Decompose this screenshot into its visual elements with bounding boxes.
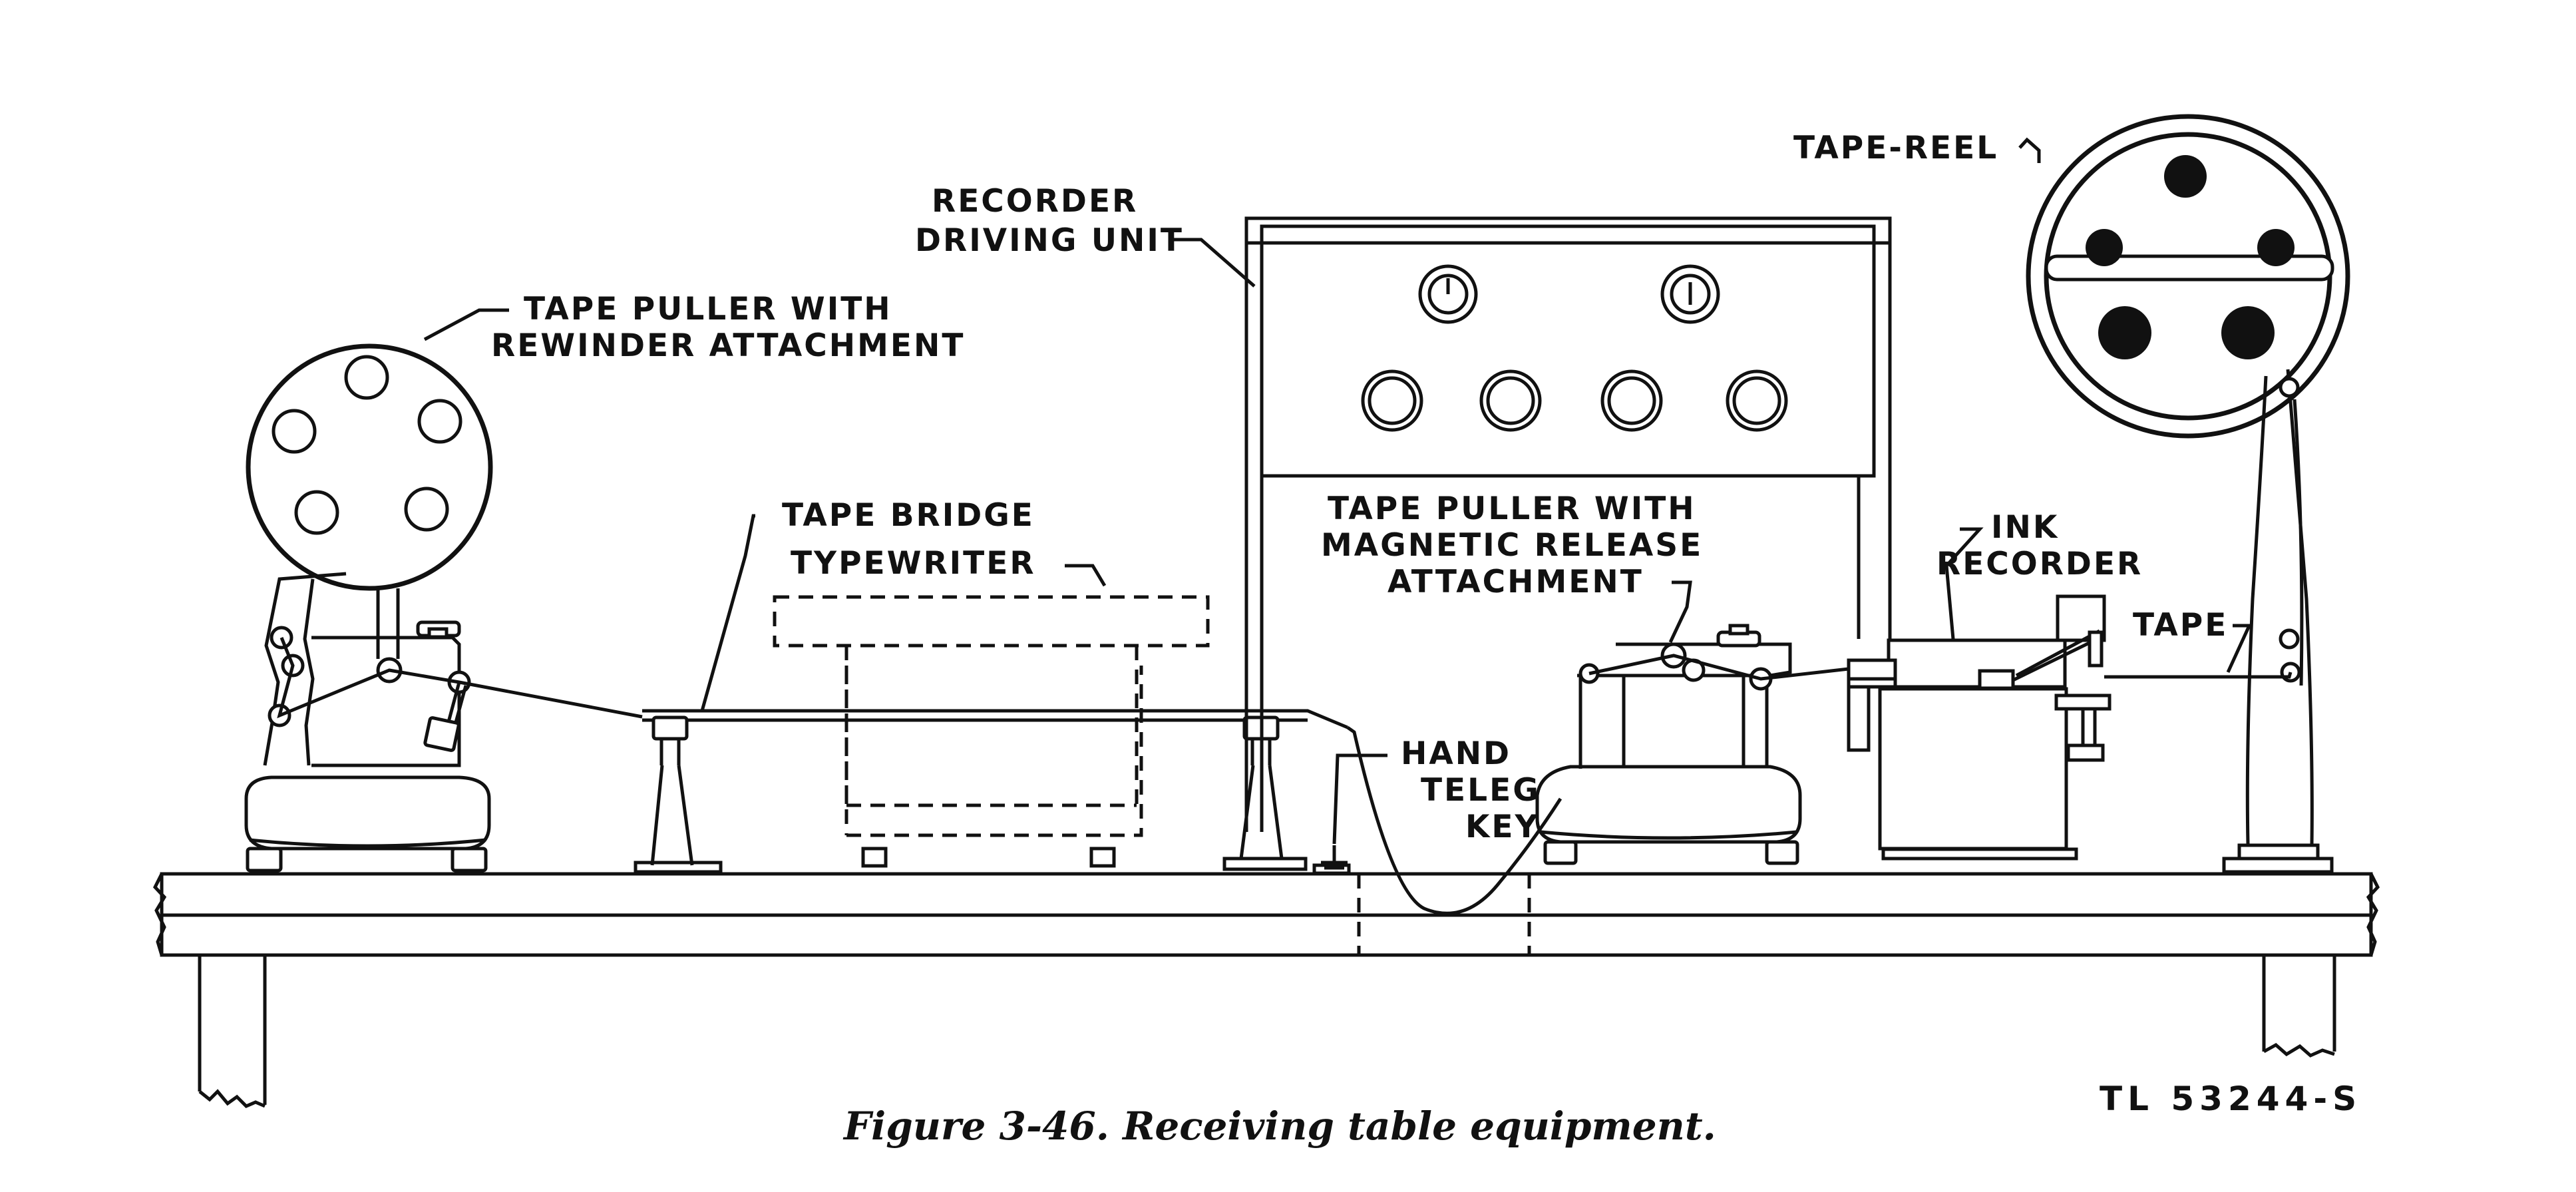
tape-bridge — [634, 709, 1348, 874]
label-hand-teleg-key: HAND TELEG KEY — [1332, 735, 1541, 845]
table — [152, 872, 2380, 1108]
meter-gauge-left — [1418, 264, 1478, 324]
label-recorder-driving-unit: RECORDER DRIVING UNIT — [915, 183, 1256, 288]
svg-text:HAND: HAND — [1401, 735, 1511, 772]
hand-telegraph-key — [1312, 725, 1563, 915]
svg-text:TAPE PULLER WITH: TAPE PULLER WITH — [524, 291, 892, 327]
label-tape-bridge: TAPE BRIDGE — [700, 497, 1035, 711]
meter-gauge-right — [1660, 264, 1720, 324]
cable-cutout — [1357, 874, 1531, 955]
label-typewriter: TYPEWRITER — [791, 545, 1107, 587]
tape-puller-rewinder — [244, 343, 643, 873]
rewinder-reel — [246, 343, 493, 591]
recorder-driving-unit — [1244, 216, 1892, 832]
tape-puller-magnetic-release — [1535, 624, 1802, 865]
svg-text:TELEG: TELEG — [1421, 772, 1541, 809]
svg-text:TYPEWRITER: TYPEWRITER — [791, 545, 1036, 582]
svg-text:KEY: KEY — [1465, 809, 1540, 845]
label-tape-puller-magnetic: TAPE PULLER WITH MAGNETIC RELEASE ATTACH… — [1321, 491, 1703, 644]
tape-reel — [2026, 114, 2350, 874]
svg-text:INK: INK — [1991, 509, 2059, 546]
svg-text:TAPE PULLER WITH: TAPE PULLER WITH — [1328, 491, 1696, 527]
svg-text:REWINDER ATTACHMENT: REWINDER ATTACHMENT — [491, 327, 965, 364]
table-leg-left — [198, 955, 267, 1108]
label-tape-reel: TAPE-REEL — [1793, 130, 2041, 166]
label-tape: TAPE — [2133, 607, 2252, 674]
svg-text:RECORDER: RECORDER — [932, 183, 1138, 220]
table-leg-right — [2262, 955, 2336, 1058]
tape-path — [1588, 654, 2293, 681]
svg-text:ATTACHMENT: ATTACHMENT — [1387, 564, 1644, 600]
reference-code: TL 53244-S — [2100, 1080, 2362, 1118]
svg-text:TAPE: TAPE — [2133, 607, 2228, 644]
control-knobs — [1361, 369, 1788, 432]
svg-text:MAGNETIC RELEASE: MAGNETIC RELEASE — [1321, 527, 1703, 564]
figure-caption: Figure 3-46. Receiving table equipment. — [842, 1103, 1716, 1149]
svg-text:TAPE-REEL: TAPE-REEL — [1793, 130, 1998, 166]
label-ink-recorder: INK RECORDER — [1936, 509, 2143, 640]
svg-text:DRIVING UNIT: DRIVING UNIT — [915, 222, 1184, 259]
typewriter — [773, 595, 1210, 868]
label-tape-puller-rewinder: TAPE PULLER WITH REWINDER ATTACHMENT — [423, 291, 965, 364]
svg-text:TAPE BRIDGE: TAPE BRIDGE — [782, 497, 1035, 534]
ink-recorder — [1847, 594, 2112, 861]
svg-text:RECORDER: RECORDER — [1936, 546, 2143, 582]
